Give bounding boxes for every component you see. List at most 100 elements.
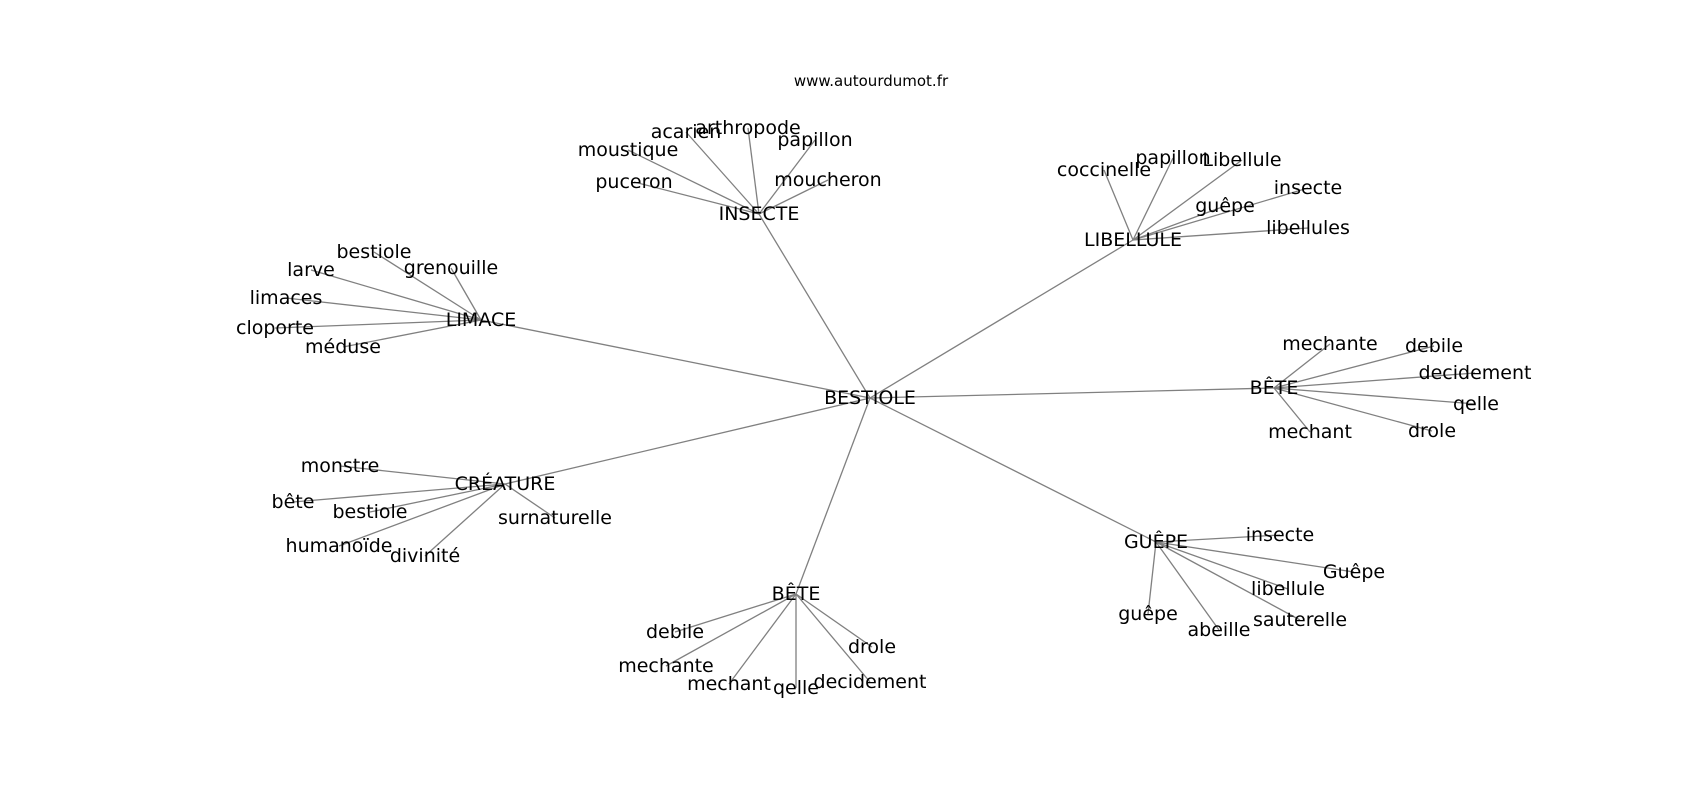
leaf-node-limace: limaces — [250, 287, 323, 309]
graph-labels: BESTIOLEINSECTEacarienarthropodepapillon… — [236, 117, 1531, 699]
leaf-node-guepe: insecte — [1246, 524, 1315, 546]
leaf-node-creature: bestiole — [333, 501, 408, 523]
edge-bete-bottom-leaf-0 — [674, 593, 797, 633]
leaf-node-limace: bestiole — [337, 241, 412, 263]
edge-center-creature — [504, 397, 871, 485]
center-node: BESTIOLE — [824, 387, 916, 409]
edge-guepe-leaf-1 — [1155, 541, 1355, 573]
leaf-node-bete-right: drole — [1408, 420, 1456, 442]
edge-bete-right-leaf-3 — [1273, 387, 1477, 405]
edge-limace-leaf-1 — [310, 269, 482, 321]
leaf-node-insecte: acarien — [651, 121, 722, 143]
leaf-node-limace: cloporte — [236, 317, 314, 339]
edge-center-guepe — [869, 397, 1157, 543]
edge-insecte-leaf-5 — [633, 181, 760, 215]
edge-guepe-leaf-4 — [1147, 541, 1157, 615]
edge-guepe-leaf-3 — [1155, 541, 1301, 621]
leaf-node-limace: méduse — [305, 336, 381, 358]
leaf-node-creature: surnaturelle — [498, 507, 612, 529]
edge-center-bete-bottom — [795, 397, 871, 595]
hub-node-limace: LIMACE — [446, 309, 517, 331]
edge-bete-right-leaf-0 — [1273, 343, 1331, 389]
edge-insecte-leaf-1 — [747, 127, 760, 215]
edge-center-bete-right — [869, 387, 1275, 399]
edge-bete-bottom-leaf-5 — [795, 593, 871, 683]
edge-creature-leaf-2 — [369, 483, 506, 513]
leaf-node-guepe: sauterelle — [1253, 609, 1347, 631]
edge-limace-leaf-3 — [285, 297, 482, 321]
leaf-node-libellule: Libellule — [1202, 149, 1281, 171]
edge-insecte-leaf-2 — [758, 139, 816, 215]
leaf-node-insecte: papillon — [777, 129, 852, 151]
hub-node-bete-bottom: BÊTE — [772, 582, 821, 605]
edge-center-insecte — [758, 213, 871, 399]
leaf-node-limace: larve — [287, 259, 335, 281]
leaf-node-creature: monstre — [301, 455, 380, 477]
source-watermark: www.autourdumot.fr — [793, 72, 949, 90]
edge-insecte-leaf-4 — [758, 179, 829, 215]
edge-insecte-leaf-0 — [685, 131, 760, 215]
edge-bete-bottom-leaf-2 — [665, 593, 797, 667]
leaf-node-guepe: Guêpe — [1323, 561, 1385, 583]
edge-creature-leaf-1 — [292, 483, 506, 503]
edge-guepe-leaf-0 — [1155, 534, 1281, 543]
edge-bete-right-leaf-1 — [1273, 345, 1435, 389]
edge-libellule-leaf-5 — [1132, 227, 1309, 241]
leaf-node-bete-right: mechant — [1268, 421, 1352, 443]
leaf-node-insecte: moustique — [578, 139, 679, 161]
leaf-node-libellule: papillon — [1135, 147, 1210, 169]
edge-limace-leaf-2 — [450, 267, 482, 321]
edge-bete-right-leaf-2 — [1273, 372, 1476, 389]
edge-libellule-leaf-3 — [1132, 187, 1309, 241]
edge-limace-leaf-5 — [342, 319, 482, 348]
edge-libellule-leaf-4 — [1132, 205, 1226, 241]
edge-creature-leaf-0 — [339, 465, 506, 485]
leaf-node-libellule: guêpe — [1195, 195, 1255, 217]
edge-libellule-leaf-2 — [1132, 159, 1243, 241]
leaf-node-bete-bottom: drole — [848, 636, 896, 658]
edge-center-libellule — [869, 239, 1134, 399]
edge-bete-bottom-leaf-3 — [728, 593, 797, 685]
leaf-node-insecte: moucheron — [774, 169, 881, 191]
edge-creature-leaf-5 — [424, 483, 506, 557]
hub-node-libellule: LIBELLULE — [1084, 229, 1182, 251]
hub-node-guepe: GUÊPE — [1124, 530, 1188, 553]
edge-libellule-leaf-1 — [1132, 157, 1174, 241]
leaf-node-insecte: puceron — [595, 171, 672, 193]
edge-bete-right-leaf-4 — [1273, 387, 1311, 433]
leaf-node-bete-bottom: decidement — [814, 671, 927, 693]
leaf-node-guepe: abeille — [1188, 619, 1251, 641]
leaf-node-libellule: libellules — [1266, 217, 1350, 239]
edge-insecte-leaf-3 — [627, 149, 760, 215]
leaf-node-bete-bottom: qelle — [773, 677, 819, 699]
leaf-node-creature: bête — [272, 491, 315, 513]
leaf-node-bete-bottom: mechante — [618, 655, 714, 677]
leaf-node-insecte: arthropode — [695, 117, 800, 139]
graph-edges — [274, 127, 1477, 688]
leaf-node-limace: grenouille — [404, 257, 498, 279]
leaf-node-guepe: libellule — [1251, 578, 1325, 600]
leaf-node-bete-right: qelle — [1453, 393, 1499, 415]
edge-bete-bottom-leaf-1 — [795, 593, 873, 648]
hub-node-creature: CRÉATURE — [455, 472, 556, 495]
edge-guepe-leaf-5 — [1155, 541, 1220, 631]
edge-guepe-leaf-2 — [1155, 541, 1289, 590]
edge-limace-leaf-4 — [274, 319, 482, 329]
edge-creature-leaf-3 — [504, 483, 556, 519]
leaf-node-creature: divinité — [390, 545, 460, 567]
leaf-node-bete-right: mechante — [1282, 333, 1378, 355]
edge-center-limace — [480, 319, 871, 399]
leaf-node-bete-bottom: mechant — [687, 673, 771, 695]
leaf-node-guepe: guêpe — [1118, 603, 1178, 625]
edge-bete-right-leaf-5 — [1273, 387, 1433, 432]
edge-libellule-leaf-0 — [1103, 169, 1134, 241]
hub-node-insecte: INSECTE — [719, 203, 800, 225]
edge-creature-leaf-4 — [338, 483, 506, 547]
leaf-node-bete-bottom: debile — [646, 621, 704, 643]
leaf-node-creature: humanoïde — [286, 535, 393, 557]
leaf-node-libellule: insecte — [1274, 177, 1343, 199]
leaf-node-bete-right: decidement — [1419, 362, 1532, 384]
hub-node-bete-right: BÊTE — [1250, 376, 1299, 399]
edge-limace-leaf-0 — [373, 251, 482, 321]
